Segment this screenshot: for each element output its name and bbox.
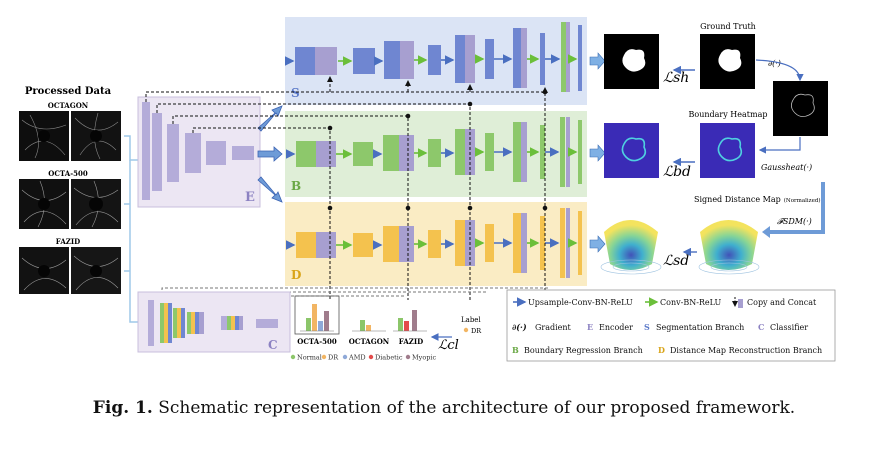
gradient-image	[773, 81, 828, 136]
boundary-prediction-image	[604, 123, 659, 178]
ground-truth-label: Ground Truth	[700, 22, 756, 31]
legend-dist: Distance Map Reconstruction Branch	[670, 346, 822, 355]
boundary-heatmap-image	[700, 123, 755, 178]
legend-box	[506, 289, 836, 362]
cls-label-octagon: OCTAGON	[349, 337, 390, 346]
octa500-output-box	[294, 295, 340, 335]
distance-letter: D	[291, 268, 301, 282]
legend-copy: Copy and Concat	[747, 298, 817, 307]
legend-bnd: Boundary Regression Branch	[524, 346, 643, 355]
label-title: Label	[461, 316, 481, 324]
class-legend-dr: DR	[328, 354, 339, 362]
legend-seg-letter: S	[644, 322, 650, 332]
class-legend-normal: Normal	[297, 354, 322, 362]
cls-label-octa500: OCTA-500	[297, 337, 337, 346]
legend-encoder: Encoder	[599, 323, 633, 332]
legend-gradient-symbol: ∂(·)	[512, 322, 527, 332]
loss-bd: ℒbd	[663, 164, 691, 180]
sdm-prediction-surface	[600, 220, 662, 275]
dataset-label-octa500: OCTA-500	[48, 169, 88, 178]
caption-label: Fig. 1.	[92, 398, 153, 418]
loss-sd: ℒsd	[663, 253, 689, 269]
legend-upsample: Upsample-Conv-BN-ReLU	[528, 298, 633, 307]
boundary-heatmap-label: Boundary Heatmap	[689, 110, 768, 119]
dataset-label-octagon: OCTAGON	[48, 101, 89, 110]
class-legend: Normal DR AMD Diabetic Myopic	[290, 354, 436, 362]
sdm-title: Signed Distance Map(Normalized)	[694, 195, 821, 204]
legend-encoder-letter: E	[587, 322, 593, 332]
label-value: DR	[471, 327, 482, 335]
class-legend-myopic: Myopic	[412, 354, 436, 362]
legend-seg: Segmentation Branch	[656, 323, 744, 332]
sdm-groundtruth-surface	[698, 220, 760, 275]
class-legend-diabetic: Diabetic	[375, 354, 403, 362]
boundary-letter: B	[291, 179, 301, 193]
segmentation-letter: S	[291, 86, 300, 100]
classifier-letter: C	[268, 338, 278, 352]
legend-bnd-letter: B	[512, 345, 519, 355]
processed-data-title: Processed Data	[25, 86, 112, 97]
legend-cls: Classifier	[770, 323, 808, 332]
class-legend-amd: AMD	[348, 354, 366, 362]
loss-cl: ℒcl	[438, 338, 459, 353]
figure-caption: Fig. 1. Schematic representation of the …	[0, 398, 888, 418]
cls-label-fazid: FAZID	[399, 337, 423, 346]
sdm-function-label: 𝓕SDM(·)	[777, 217, 812, 226]
loss-sh: ℒsh	[663, 70, 689, 86]
dataset-label-fazid: FAZID	[56, 237, 80, 246]
partial-label: ∂(·)	[768, 59, 781, 68]
caption-text: Schematic representation of the architec…	[152, 398, 796, 418]
legend-dist-letter: D	[658, 345, 665, 355]
gaussheat-label: Gaussheat(·)	[761, 163, 812, 172]
legend-gradient: Gradient	[535, 323, 572, 332]
encoder-letter: E	[245, 190, 255, 205]
legend-convbn: Conv-BN-ReLU	[660, 298, 722, 307]
legend-cls-letter: C	[758, 322, 764, 332]
